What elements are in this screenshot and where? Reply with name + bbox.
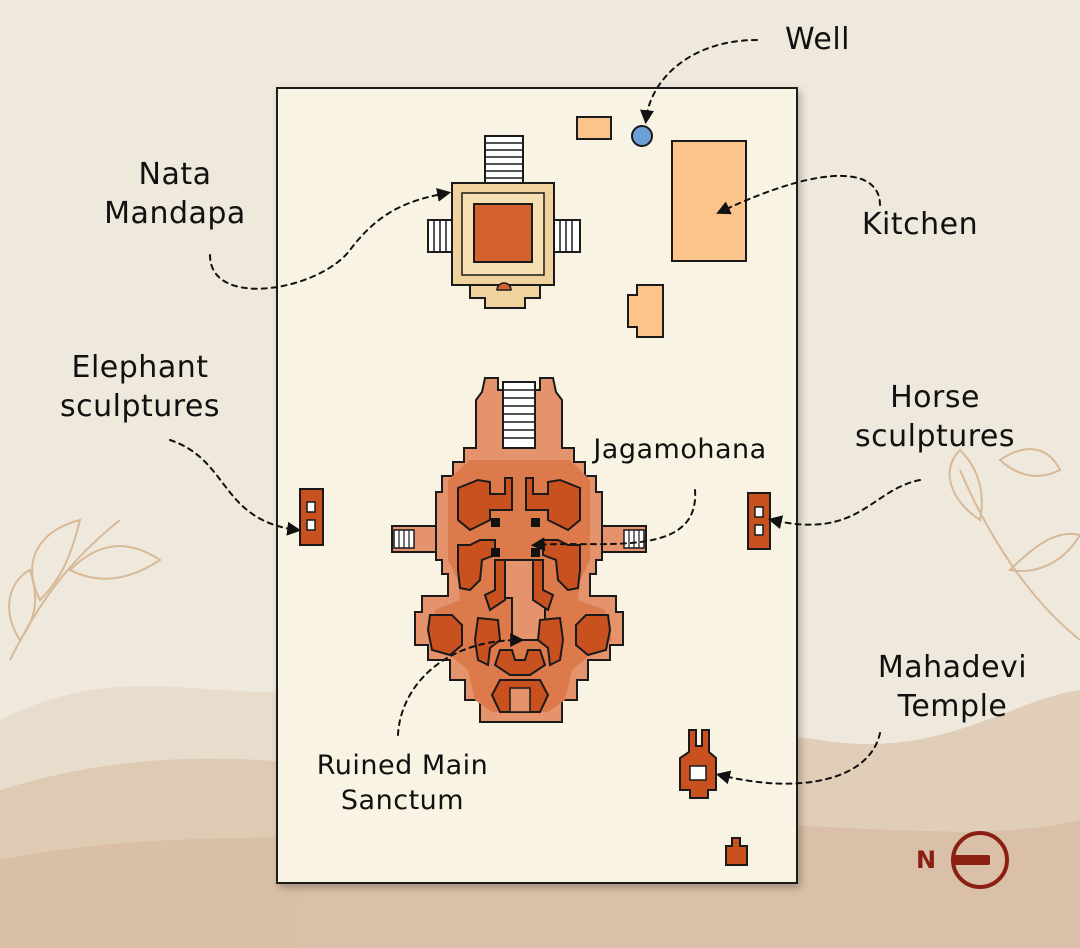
label-jagamohana: Jagamohana [593,434,767,465]
arrow-kitchen [716,174,881,215]
callout-arrows [169,39,921,785]
label-mahadevi-temple: Mahadevi Temple [877,650,1028,724]
small-building [576,116,612,140]
arrow-jagamohana [530,489,697,552]
small-shrine [725,837,748,866]
horse-sculptures-marker [747,492,771,550]
nata-mandapa-structure [427,135,581,309]
arrow-well [640,39,758,125]
main-temple-complex [391,377,647,723]
label-kitchen: Kitchen [861,207,979,242]
arrow-elephant [169,439,302,536]
label-ruined-main-sanctum: Ruined Main Sanctum [316,750,489,817]
arrow-nata-mandapa [209,187,452,290]
label-well: Well [784,22,851,57]
leaf-decoration-left [8,518,162,661]
label-elephant-sculptures: Elephant sculptures [59,350,221,424]
annex-building [627,284,664,338]
leaf-decoration-right [948,448,1080,641]
label-horse-sculptures: Horse sculptures [854,380,1016,454]
kitchen-building [671,140,747,262]
arrow-mahadevi [715,732,881,785]
arrow-main-sanctum [397,633,525,736]
well-marker [631,125,653,147]
compass-letter: N [916,846,937,874]
mahadevi-temple-structure [679,729,717,799]
arrow-horse [767,479,921,529]
elephant-sculptures-marker [299,488,324,546]
compass-icon [951,831,1009,889]
label-nata-mandapa: Nata Mandapa [104,157,246,231]
